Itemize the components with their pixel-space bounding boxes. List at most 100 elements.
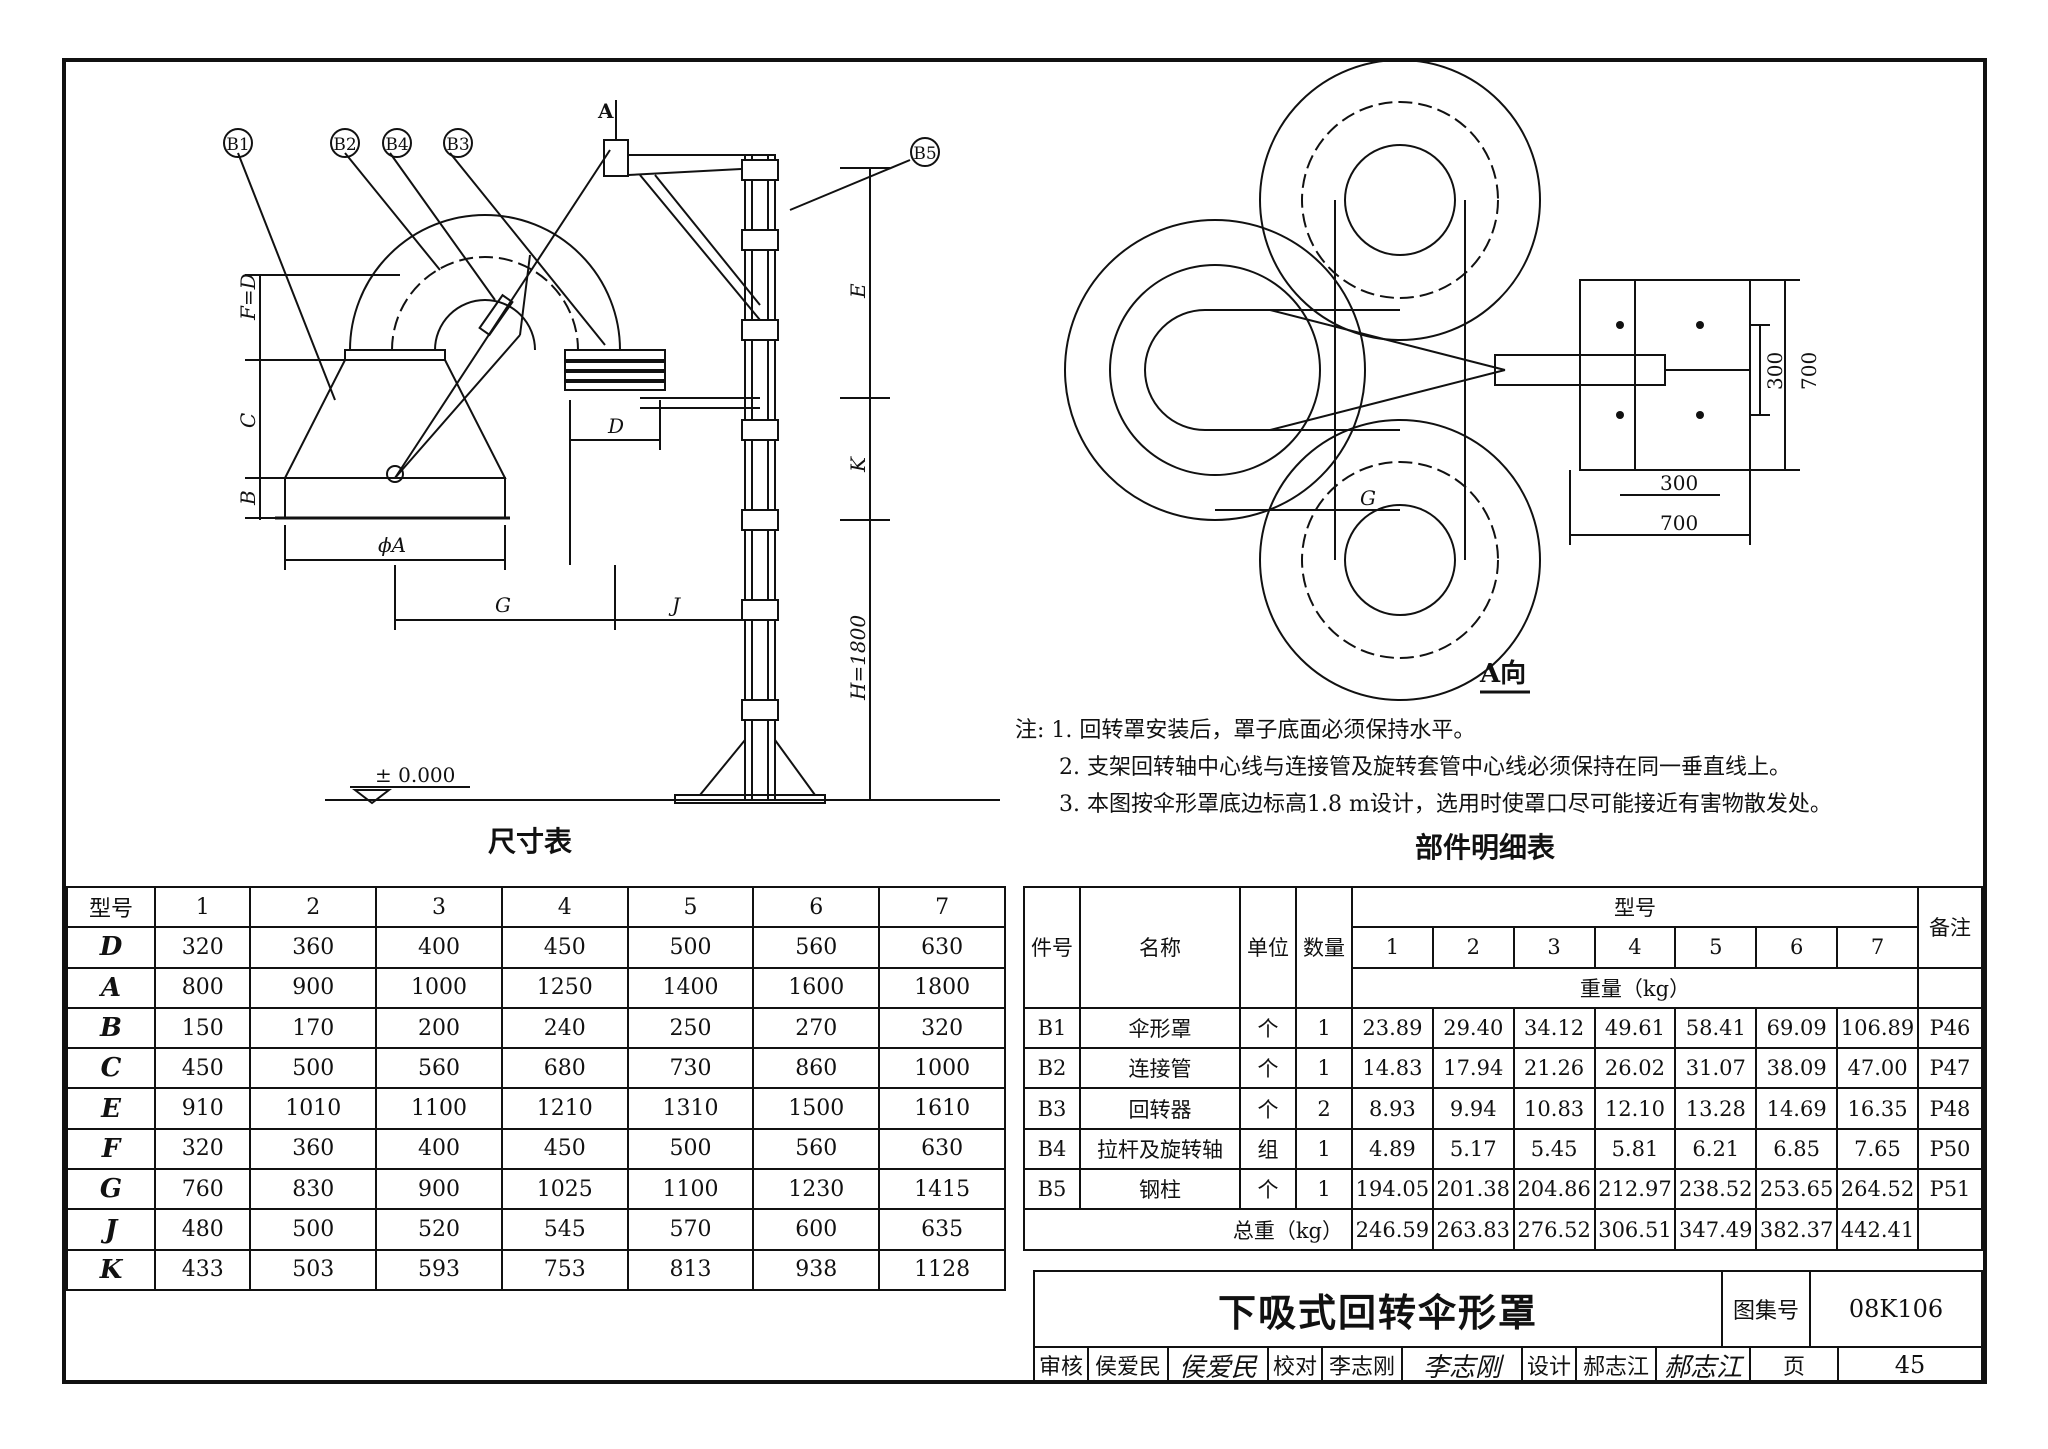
cell: 503 (249, 1248, 378, 1291)
cell: P46 (1917, 1006, 1983, 1050)
cell: 9.94 (1431, 1087, 1515, 1130)
cell: 194.05 (1351, 1168, 1434, 1211)
cell: B5 (1023, 1168, 1081, 1211)
cell: 360 (249, 1127, 378, 1171)
notes: 注: 1. 回转罩安装后，罩子底面必须保持水平。 2. 支架回转轴中心线与连接管… (1015, 712, 1832, 823)
callout-b4: B4 (385, 135, 408, 155)
cell: 1400 (626, 966, 755, 1009)
cell: 760 (153, 1168, 252, 1211)
notes-prefix: 注: (1015, 718, 1045, 743)
cell: 520 (375, 1208, 503, 1251)
cell: 276.52 (1512, 1208, 1596, 1251)
model-col: 3 (375, 885, 503, 929)
model-col: 5 (626, 885, 755, 929)
cell: 17.94 (1431, 1047, 1515, 1090)
cell: 1000 (375, 966, 503, 1009)
cell: 635 (878, 1208, 1006, 1251)
row-label: K (66, 1248, 156, 1291)
header-remark: 备注 (1917, 886, 1983, 969)
cell: 570 (626, 1208, 755, 1251)
cell: 1500 (752, 1087, 881, 1130)
cell: 1250 (500, 966, 629, 1009)
cell: 500 (626, 1127, 755, 1171)
cell: 1600 (752, 966, 881, 1009)
plan-dim-700: 700 (1660, 511, 1698, 535)
callout-b1: B1 (226, 135, 249, 155)
model-col: 5 (1674, 926, 1758, 969)
designer-signature: 郝志江 (1655, 1346, 1751, 1384)
row-label: J (66, 1208, 156, 1251)
cell: 730 (626, 1047, 755, 1090)
callout-b3: B3 (446, 135, 469, 155)
header-weight: 重量（kg） (1351, 966, 1919, 1009)
cell: 7.65 (1836, 1127, 1919, 1171)
cell: 264.52 (1836, 1168, 1919, 1211)
cell: 1128 (878, 1248, 1006, 1291)
dim-table-title: 尺寸表 (488, 825, 573, 858)
note-3: 3. 本图按伞形罩底边标高1.8 m设计，选用时使罩口尽可能接近有害物散发处。 (1059, 792, 1832, 817)
cell: P47 (1917, 1047, 1983, 1090)
dim-d: D (607, 414, 624, 438)
model-col: 6 (1755, 926, 1839, 969)
cell: 246.59 (1351, 1208, 1434, 1251)
cell: 14.83 (1351, 1047, 1434, 1090)
cell: 630 (878, 926, 1006, 969)
cell: 753 (500, 1248, 629, 1291)
checker-name: 李志刚 (1321, 1346, 1403, 1384)
view-arrow-label: A (597, 99, 614, 123)
cell: 253.65 (1755, 1168, 1839, 1211)
cell: 10.83 (1512, 1087, 1596, 1130)
cell: 910 (153, 1087, 252, 1130)
table-row: 总重（kg） 246.59 263.83 276.52 306.51 347.4… (1023, 1208, 1983, 1251)
cell: 1100 (626, 1168, 755, 1211)
cell: 23.89 (1351, 1006, 1434, 1050)
cell: B2 (1023, 1047, 1081, 1090)
callout-b5: B5 (913, 144, 936, 164)
cell: 860 (752, 1047, 881, 1090)
header-unit: 单位 (1239, 886, 1297, 1009)
dim-j: J (668, 593, 681, 617)
page-number: 45 (1837, 1346, 1983, 1384)
header-part-no: 件号 (1023, 886, 1081, 1009)
cell: 5.45 (1512, 1127, 1596, 1171)
cell: 5.81 (1593, 1127, 1677, 1171)
cell: 347.49 (1674, 1208, 1758, 1251)
check-label: 校对 (1267, 1346, 1323, 1384)
plan-dim-g: G (1360, 486, 1376, 510)
cell: 545 (500, 1208, 629, 1251)
design-label: 设计 (1521, 1346, 1577, 1384)
cell: 450 (500, 926, 629, 969)
cell: 47.00 (1836, 1047, 1919, 1090)
model-col: 6 (752, 885, 881, 929)
cell: 382.37 (1755, 1208, 1839, 1251)
cell: 480 (153, 1208, 252, 1251)
model-col: 2 (249, 885, 378, 929)
plan-dim-300-vertical: 300 (1763, 352, 1787, 390)
cell: 200 (375, 1006, 503, 1050)
reviewer-name: 侯爱民 (1087, 1346, 1169, 1384)
cell: 201.38 (1431, 1168, 1515, 1211)
cell: 58.41 (1674, 1006, 1758, 1050)
cell: 1 (1295, 1168, 1353, 1211)
reviewer-signature: 侯爱民 (1167, 1346, 1269, 1384)
dim-g: G (495, 593, 511, 617)
cell: 450 (153, 1047, 252, 1090)
elevation-drawing: B1 B2 B4 B3 B5 A F=D C B ϕA D G J E K H=… (223, 99, 1000, 805)
cell: 400 (375, 926, 503, 969)
cell: 31.07 (1674, 1047, 1758, 1090)
cell: 4.89 (1351, 1127, 1434, 1171)
model-col: 3 (1512, 926, 1596, 969)
row-label: E (66, 1087, 156, 1130)
cell: 38.09 (1755, 1047, 1839, 1090)
cell: 560 (752, 1127, 881, 1171)
view-a-label: A向 (1479, 658, 1526, 689)
cell: 680 (500, 1047, 629, 1090)
cell: 240 (500, 1006, 629, 1050)
cell: 813 (626, 1248, 755, 1291)
